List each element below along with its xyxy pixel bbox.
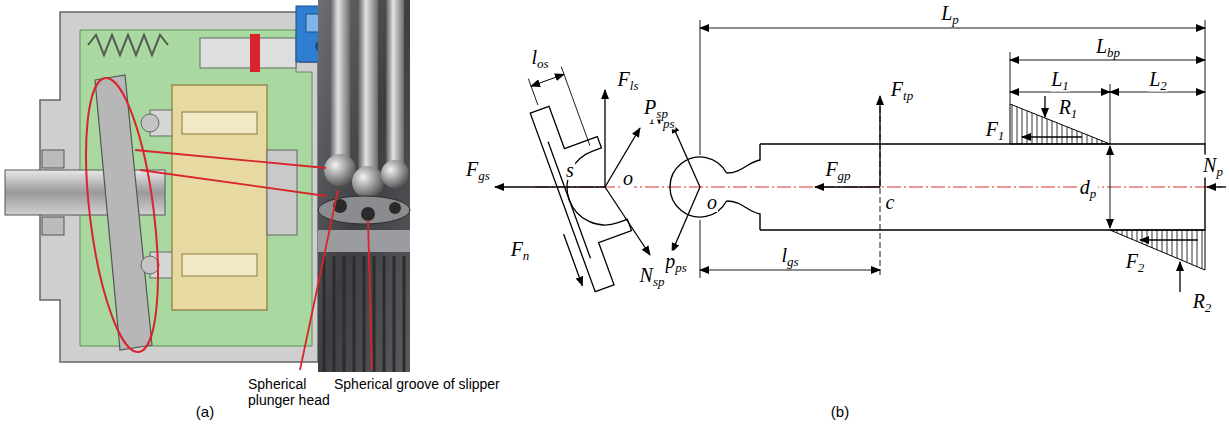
plunger-photo [318, 0, 410, 372]
symbol-subscript: tp [903, 88, 913, 103]
symbol-letter: o [707, 191, 717, 213]
symbol-subscript: sp [656, 106, 668, 121]
symbol-letter: L [1051, 68, 1062, 90]
force-symbol: Lp [940, 3, 960, 26]
part-label: Spherical plunger head [248, 376, 348, 408]
panel-caption: (a) [196, 403, 214, 421]
force-symbol: Lbp [1095, 36, 1121, 59]
symbol-letter: F [825, 158, 837, 180]
symbol-subscript: ls [630, 78, 639, 93]
symbol-subscript: p [1090, 186, 1097, 201]
force-symbol: R1 [1058, 97, 1079, 120]
part-label: Spherical groove of slipper [334, 376, 500, 392]
symbol-subscript: 1 [1062, 78, 1069, 93]
force-symbol: Fls [617, 69, 640, 92]
symbol-subscript: 1 [1071, 106, 1078, 121]
force-symbol: Fgs [465, 159, 491, 182]
force-symbol: Nsp [639, 265, 666, 288]
symbol-letter: c [886, 191, 895, 213]
symbol-subscript: n [523, 248, 530, 263]
symbol-subscript: 1 [998, 128, 1005, 143]
force-symbol: o [706, 192, 718, 212]
force-symbol: Np [1202, 155, 1224, 178]
symbol-letter: P [644, 96, 656, 118]
symbol-subscript: gp [838, 168, 851, 183]
symbol-subscript: ps [675, 260, 687, 275]
symbol-letter: F [618, 68, 630, 90]
force-symbol: los [530, 47, 549, 70]
force-symbol: dp [1079, 177, 1098, 200]
symbol-letter: L [1149, 68, 1160, 90]
symbol-subscript: os [537, 56, 549, 71]
symbol-letter: R [1059, 96, 1071, 118]
symbol-letter: F [891, 78, 903, 100]
red-leader-lines [135, 150, 372, 370]
symbol-letter: p [665, 250, 675, 272]
dimension-lines [700, 20, 1205, 278]
force-symbol: L1 [1050, 69, 1070, 92]
symbol-letter: N [1203, 154, 1216, 176]
symbol-letter: l [781, 244, 787, 266]
symbol-letter: F [986, 118, 998, 140]
plunger-forces [672, 96, 1226, 292]
symbol-subscript: 2 [1138, 260, 1145, 275]
symbol-letter: L [1096, 35, 1107, 57]
slipper-forces [495, 90, 650, 255]
symbol-subscript: bp [1107, 45, 1120, 60]
symbol-letter: F [466, 158, 478, 180]
force-symbol: F1 [985, 119, 1006, 142]
symbol-subscript: p [1216, 164, 1223, 179]
panel-caption: (b) [831, 403, 849, 421]
force-symbol: Fgp [824, 159, 851, 182]
symbol-letter: o [623, 167, 633, 189]
force-symbol: Ftp [890, 79, 914, 102]
force-symbol: s [565, 160, 575, 180]
symbol-subscript: 2 [1205, 300, 1212, 315]
force-symbol: Fn [510, 239, 531, 262]
symbol-letter: s [566, 159, 574, 181]
symbol-letter: F [511, 238, 523, 260]
force-symbol: L2 [1148, 69, 1168, 92]
symbol-letter: F [1126, 250, 1138, 272]
symbol-subscript: gs [478, 168, 490, 183]
force-symbol: pps [664, 251, 688, 274]
symbol-subscript: sp [653, 274, 665, 289]
force-symbol: Psp [643, 97, 669, 120]
slipper-outline [510, 63, 647, 295]
symbol-letter: L [941, 2, 952, 24]
symbol-letter: R [1193, 290, 1205, 312]
pump-illustration [5, 6, 346, 362]
force-symbol: F2 [1125, 251, 1146, 274]
force-symbol: c [885, 192, 896, 212]
symbol-subscript: p [952, 12, 959, 27]
symbol-subscript: 2 [1160, 78, 1167, 93]
force-symbol: lgs [780, 245, 799, 268]
symbol-letter: N [640, 264, 653, 286]
plunger-outline [670, 144, 1205, 230]
force-symbol: R2 [1192, 291, 1213, 314]
force-symbol: o [622, 168, 634, 188]
symbol-letter: l [531, 46, 537, 68]
symbol-subscript: gs [787, 254, 799, 269]
center-line [535, 186, 1222, 187]
symbol-letter: d [1080, 176, 1090, 198]
